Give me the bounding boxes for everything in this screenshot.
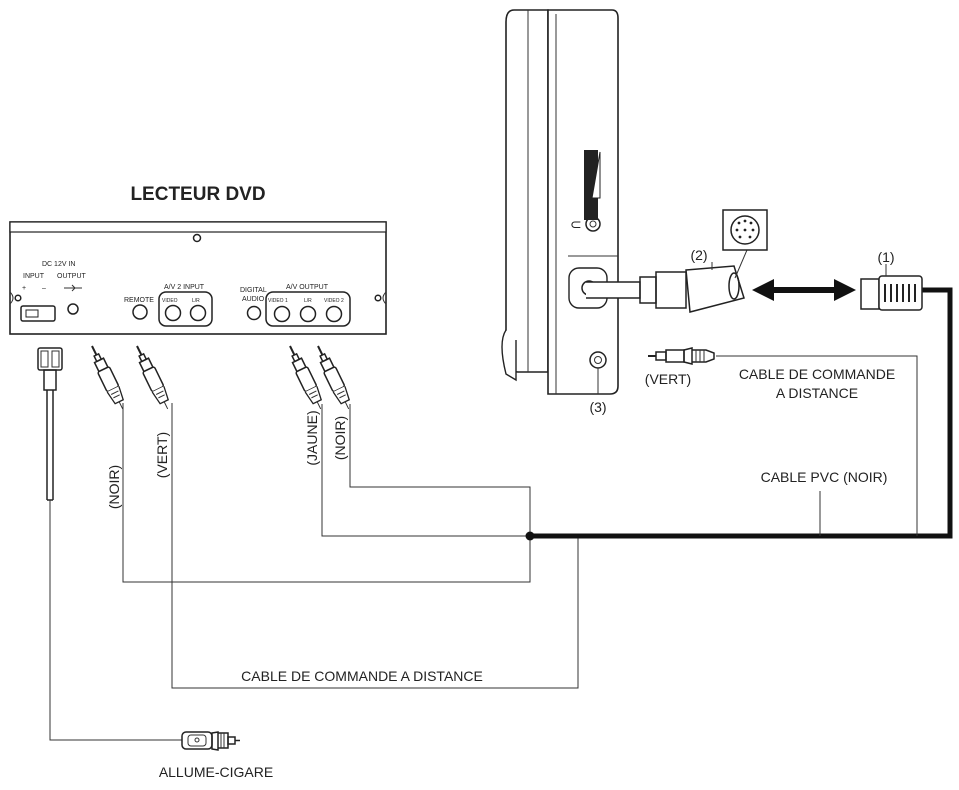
digital-audio-jack: [246, 305, 262, 321]
cigar-lighter-plug: [181, 731, 240, 751]
av-out-lr-label: L/R: [304, 298, 312, 304]
double-arrow-icon: [752, 279, 856, 301]
av2-lr-jack: [189, 304, 207, 322]
input-label: INPUT: [23, 273, 45, 280]
cable-junction: [525, 531, 535, 541]
wire-remote-right: [716, 355, 918, 536]
rca-plug-vert: [130, 342, 175, 413]
audio-label: AUDIO: [242, 296, 265, 303]
video2-jack: [325, 305, 343, 323]
wire-noir-video: [349, 404, 531, 536]
cigar-lighter-label: ALLUME-CIGARE: [159, 764, 273, 780]
connector-2: [586, 249, 748, 313]
remote-label: REMOTE: [124, 297, 154, 304]
dvd-player-back-panel: DC 12V IN INPUT OUTPUT + – REMOTE A/V 2 …: [9, 221, 387, 335]
dc-output-jack: [67, 303, 79, 315]
headphone-icon: ⊂: [570, 216, 582, 232]
minus-sign: –: [42, 285, 46, 292]
video1-label: VIDEO 1: [268, 298, 288, 304]
av2-input-label: A/V 2 INPUT: [164, 284, 205, 291]
dc-input-socket: [20, 305, 56, 322]
label-noir-1: (NOIR): [106, 465, 122, 509]
wire-noir-remote: [122, 403, 531, 583]
connector-1: [860, 275, 923, 311]
remote-cable-bottom-label: CABLE DE COMMANDE A DISTANCE: [241, 668, 483, 684]
pvc-cable-black: [530, 287, 953, 539]
label-vert-1: (VERT): [154, 432, 170, 478]
av2-video-jack: [164, 304, 182, 322]
rca-plug-jaune: [283, 342, 328, 413]
wire-jaune: [321, 404, 530, 537]
video2-label: VIDEO 2: [324, 298, 344, 304]
label-noir-2: (NOIR): [332, 416, 348, 460]
av-output-label: A/V OUTPUT: [286, 284, 329, 291]
av2-video-label: VIDEO: [162, 298, 178, 304]
label-part-3: (3): [589, 399, 606, 415]
video1-jack: [273, 305, 291, 323]
label-vert-2: (VERT): [645, 371, 691, 387]
label-part-2: (2): [690, 247, 707, 263]
remote-cable-label-line2: A DISTANCE: [776, 385, 858, 401]
screen-monitor: ⊂: [501, 9, 619, 395]
rca-plug-noir-remote: [85, 342, 130, 413]
wire-vert-remote: [171, 403, 579, 689]
remote-cable-label-line1: CABLE DE COMMANDE: [739, 366, 895, 382]
dvd-player-title: LECTEUR DVD: [130, 184, 265, 205]
mini-jack-vert: [648, 347, 715, 365]
label-jaune: (JAUNE): [304, 410, 320, 465]
output-label: OUTPUT: [57, 273, 87, 280]
av-out-lr-jack: [299, 305, 317, 323]
label-part-1: (1): [877, 249, 894, 265]
headphone-jack: [585, 216, 601, 232]
remote-jack: [132, 304, 148, 320]
digital-label: DIGITAL: [240, 287, 267, 294]
power-connector: [37, 347, 63, 501]
dc-12v-in-label: DC 12V IN: [42, 261, 75, 268]
din-pin-detail: [722, 209, 768, 251]
pvc-cable-label: CABLE PVC (NOIR): [761, 469, 888, 485]
plus-sign: +: [22, 285, 26, 292]
av2-lr-label: L/R: [192, 298, 200, 304]
